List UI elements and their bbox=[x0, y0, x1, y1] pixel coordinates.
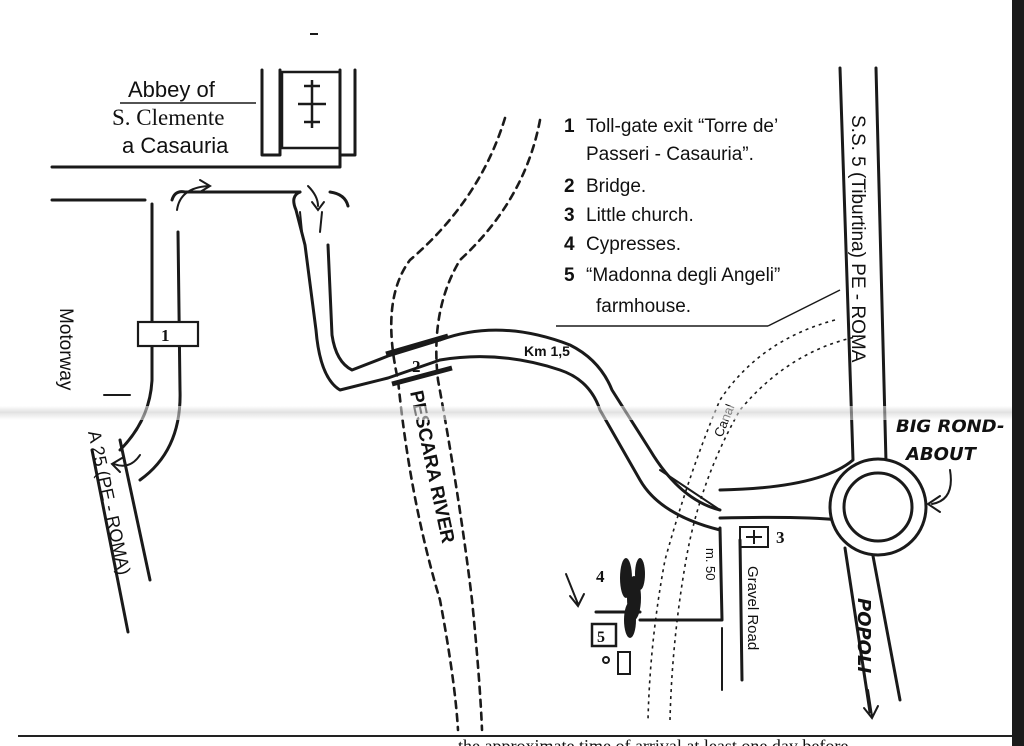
farmhouse-marker: 5 bbox=[590, 622, 631, 675]
abbey-label-line2: S. Clemente bbox=[112, 105, 224, 130]
toll-gate-marker: 1 bbox=[136, 320, 200, 348]
scan-artifact bbox=[0, 406, 1012, 420]
cypresses-marker: 4 bbox=[565, 558, 645, 638]
popoli-label: POPOLI bbox=[853, 598, 874, 673]
footer-text: ... the approximate time of arrival at l… bbox=[440, 736, 848, 746]
a25-label: A 25 (PE - ROMA) bbox=[84, 429, 134, 577]
church-cross-icon bbox=[746, 530, 762, 544]
gravel-road: m. 50 Gravel Road bbox=[594, 526, 761, 691]
popoli-direction: POPOLI bbox=[853, 598, 879, 720]
main-road bbox=[292, 185, 722, 532]
pescara-river: PESCARA RIVER bbox=[390, 116, 542, 732]
motorway-a25 bbox=[90, 179, 302, 634]
ss5-tiburtina: S.S. 5 (Tiburtina) PE - ROMA bbox=[718, 66, 902, 714]
legend-item-1-line1: Toll-gate exit “Torre de’ bbox=[586, 116, 778, 137]
legend-item-2: Bridge. bbox=[586, 176, 646, 197]
abbey-label-line1: Abbey of bbox=[128, 77, 216, 102]
scan-edge bbox=[1012, 0, 1024, 746]
marker-2: 2 bbox=[412, 357, 421, 376]
km-label: Km 1,5 bbox=[524, 343, 570, 359]
legend: 1 Toll-gate exit “Torre de’ Passeri - Ca… bbox=[556, 116, 841, 327]
marker-4: 4 bbox=[596, 567, 605, 586]
big-roundabout: BIG ROND- ABOUT bbox=[828, 416, 1004, 557]
legend-num-5: 5 bbox=[564, 265, 575, 286]
motorway-label: Motorway bbox=[55, 308, 76, 391]
legend-num-2: 2 bbox=[564, 176, 575, 197]
m50-label: m. 50 bbox=[703, 548, 718, 581]
roundabout-label-line2: ABOUT bbox=[904, 444, 978, 465]
marker-1: 1 bbox=[161, 326, 170, 345]
bottom-rule bbox=[18, 735, 1013, 737]
marker-3: 3 bbox=[776, 528, 785, 547]
turn-arrow-icon bbox=[307, 185, 325, 212]
exit-arrow-icon bbox=[176, 179, 212, 211]
abbey-cross-icon bbox=[298, 80, 326, 128]
cypress-arrow-icon bbox=[565, 573, 585, 608]
ss5-label: S.S. 5 (Tiburtina) PE - ROMA bbox=[847, 115, 868, 363]
entry-arrow-icon bbox=[110, 454, 141, 473]
roundabout-label-line1: BIG ROND- bbox=[896, 416, 1004, 437]
marker-5: 5 bbox=[597, 629, 605, 646]
roundabout-arrow-icon bbox=[926, 469, 952, 513]
legend-item-5-line2: farmhouse. bbox=[596, 296, 691, 317]
little-church-marker: 3 bbox=[739, 526, 785, 548]
legend-item-4: Cypresses. bbox=[586, 234, 681, 255]
legend-item-5-line1: “Madonna degli Angeli” bbox=[586, 265, 780, 286]
popoli-arrow-icon bbox=[863, 689, 879, 720]
legend-item-3: Little church. bbox=[586, 205, 694, 226]
legend-num-4: 4 bbox=[564, 234, 575, 255]
abbey-label-line3: a Casauria bbox=[122, 133, 229, 158]
legend-num-3: 3 bbox=[564, 205, 575, 226]
gravel-road-label: Gravel Road bbox=[744, 566, 761, 650]
cypress-trees-icon bbox=[620, 558, 645, 638]
abbey-of-s-clemente: Abbey of S. Clemente a Casauria bbox=[50, 68, 357, 169]
legend-item-1-line2: Passeri - Casauria”. bbox=[586, 144, 754, 165]
legend-num-1: 1 bbox=[564, 116, 575, 137]
